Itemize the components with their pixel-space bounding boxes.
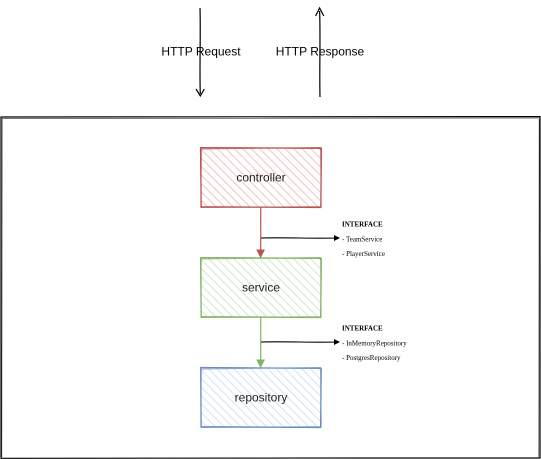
repository-label: repository — [235, 391, 288, 405]
note-heading: INTERFACE — [342, 221, 383, 229]
note-item: - PlayerService — [342, 250, 385, 258]
note-item: - PostgresRepository — [342, 354, 401, 362]
service-interface-note: INTERFACE - TeamService - PlayerService — [342, 221, 385, 259]
service-interface-arrow — [260, 235, 340, 241]
service-layer: service — [199, 256, 322, 319]
http-response-label: HTTP Response — [276, 45, 365, 59]
service-to-repository-connector — [256, 316, 266, 369]
repository-interface-note: INTERFACE - InMemoryRepository - Postgre… — [342, 325, 407, 363]
controller-layer: controller — [199, 146, 323, 209]
http-request-label: HTTP Request — [161, 45, 241, 59]
controller-to-service-connector — [256, 206, 266, 259]
note-item: - TeamService — [342, 236, 382, 244]
controller-label: controller — [236, 171, 285, 185]
repository-interface-arrow — [260, 339, 340, 345]
http-response-arrow — [315, 6, 325, 98]
service-label: service — [242, 281, 280, 295]
note-heading: INTERFACE — [342, 325, 383, 333]
note-item: - InMemoryRepository — [342, 340, 407, 348]
repository-layer: repository — [200, 366, 322, 429]
http-request-arrow — [195, 7, 205, 98]
